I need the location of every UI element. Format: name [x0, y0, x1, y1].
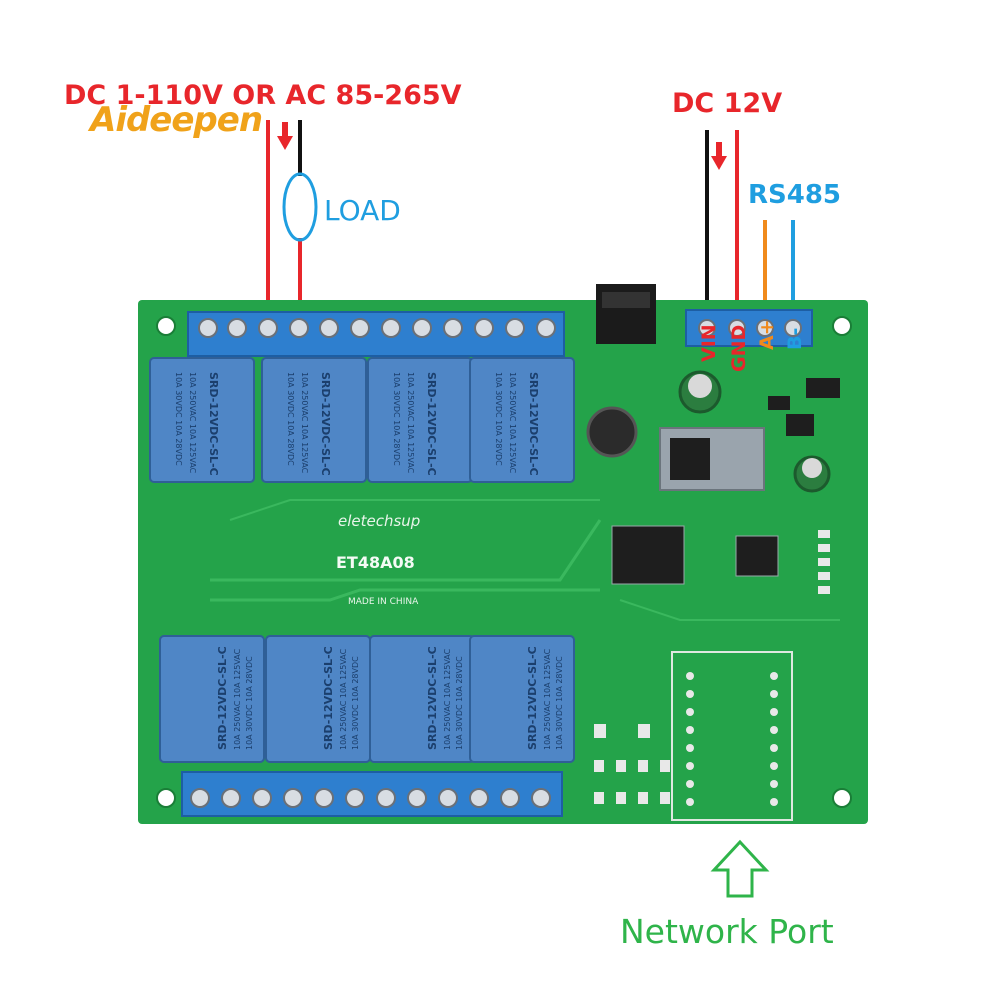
network-port-label: Network Port [620, 912, 834, 951]
dc12-label: DC 12V [672, 88, 783, 119]
dc-current-arrow-icon [711, 156, 727, 170]
silk-brand: eletechsup [338, 512, 420, 530]
load-label: LOAD [324, 194, 401, 227]
relay-rating-label: 10A 250VAC 10A 125VAC [406, 372, 415, 474]
terminal-label-gnd: GND [728, 325, 750, 372]
network-port-pins [686, 672, 778, 806]
relay-bottom-1: SRD-12VDC-SL-C 10A 250VAC 10A 125VAC 10A… [159, 635, 265, 763]
brand-logo: Aideepen [90, 100, 263, 140]
relay-model-label: SRD-12VDC-SL-C [527, 372, 540, 476]
pcb-trace [210, 588, 600, 602]
led-indicators-right [818, 530, 830, 594]
dc-barrel-jack-opening [602, 292, 650, 308]
relay-rating-label: 10A 250VAC 10A 125VAC [339, 648, 348, 750]
relay-rating-label: 10A 30VDC 10A 28VDC [245, 656, 254, 750]
pcb-trace [229, 499, 600, 521]
pcb-trace [619, 599, 840, 621]
relay-rating-label: 10A 30VDC 10A 28VDC [555, 656, 564, 750]
load-current-arrow-stem [282, 122, 288, 136]
relay-top-4: SRD-12VDC-SL-C 10A 250VAC 10A 125VAC 10A… [469, 357, 575, 483]
network-port-arrow-icon [710, 839, 770, 898]
terminal-block-bottom [181, 771, 563, 817]
terminal-screws-power [698, 319, 802, 337]
relay-rating-label: 10A 250VAC 10A 125VAC [543, 648, 552, 750]
ic-chip [806, 378, 840, 398]
relay-rating-label: 10A 30VDC 10A 28VDC [392, 372, 401, 466]
terminal-label-vin: VIN [698, 324, 720, 362]
dc-current-arrow-stem [716, 142, 722, 156]
mcu-chip [611, 525, 685, 585]
pcb-trace [210, 519, 602, 582]
terminal-screws-top [198, 318, 556, 338]
relay-model-label: SRD-12VDC-SL-C [526, 646, 539, 750]
mounting-hole [156, 788, 176, 808]
relay-model-label: SRD-12VDC-SL-C [425, 372, 438, 476]
channel-leds [594, 724, 670, 804]
relay-model-label: SRD-12VDC-SL-C [426, 646, 439, 750]
mounting-hole [832, 316, 852, 336]
terminal-block-top [187, 311, 565, 357]
relay-rating-label: 10A 30VDC 10A 28VDC [351, 656, 360, 750]
terminal-label-a-plus: A+ [756, 319, 778, 350]
ic-chip [768, 396, 790, 410]
silk-made-in-china: MADE IN CHINA [348, 597, 419, 607]
capacitor-top [688, 374, 712, 398]
relay-top-2: SRD-12VDC-SL-C 10A 250VAC 10A 125VAC 10A… [261, 357, 367, 483]
relay-rating-label: 10A 250VAC 10A 125VAC [300, 372, 309, 474]
inductor [586, 406, 638, 458]
relay-bottom-2: SRD-12VDC-SL-C 10A 250VAC 10A 125VAC 10A… [265, 635, 371, 763]
relay-rating-label: 10A 30VDC 10A 28VDC [455, 656, 464, 750]
relay-rating-label: 10A 30VDC 10A 28VDC [174, 372, 183, 466]
regulator-body [670, 438, 710, 480]
relay-rating-label: 10A 250VAC 10A 125VAC [233, 648, 242, 750]
load-symbol [282, 172, 318, 242]
relay-bottom-3: SRD-12VDC-SL-C 10A 250VAC 10A 125VAC 10A… [369, 635, 475, 763]
relay-rating-label: 10A 250VAC 10A 125VAC [508, 372, 517, 474]
relay-model-label: SRD-12VDC-SL-C [319, 372, 332, 476]
mounting-hole [832, 788, 852, 808]
terminal-screws-bottom [190, 788, 551, 808]
power-input-label: DC 1-110V OR AC 85-265V [64, 80, 462, 111]
relay-rating-label: 10A 250VAC 10A 125VAC [443, 648, 452, 750]
relay-rating-label: 10A 30VDC 10A 28VDC [494, 372, 503, 466]
relay-rating-label: 10A 250VAC 10A 125VAC [188, 372, 197, 474]
terminal-label-b-minus: B- [784, 328, 806, 350]
mounting-hole [156, 316, 176, 336]
network-port-socket [671, 651, 793, 821]
silk-model: ET48A08 [336, 553, 415, 572]
ic-chip [786, 414, 814, 436]
relay-top-3: SRD-12VDC-SL-C 10A 250VAC 10A 125VAC 10A… [367, 357, 473, 483]
relay-model-label: SRD-12VDC-SL-C [322, 646, 335, 750]
relay-bottom-4: SRD-12VDC-SL-C 10A 250VAC 10A 125VAC 10A… [469, 635, 575, 763]
relay-model-label: SRD-12VDC-SL-C [216, 646, 229, 750]
relay-rating-label: 10A 30VDC 10A 28VDC [286, 372, 295, 466]
rs485-transceiver-chip [735, 535, 779, 577]
load-current-arrow-icon [277, 136, 293, 150]
rs485-label: RS485 [748, 180, 842, 210]
brand-logo-text: Aideepen [90, 100, 263, 140]
relay-model-label: SRD-12VDC-SL-C [207, 372, 220, 476]
capacitor-top [802, 458, 822, 478]
relay-top-1: SRD-12VDC-SL-C 10A 250VAC 10A 125VAC 10A… [149, 357, 255, 483]
